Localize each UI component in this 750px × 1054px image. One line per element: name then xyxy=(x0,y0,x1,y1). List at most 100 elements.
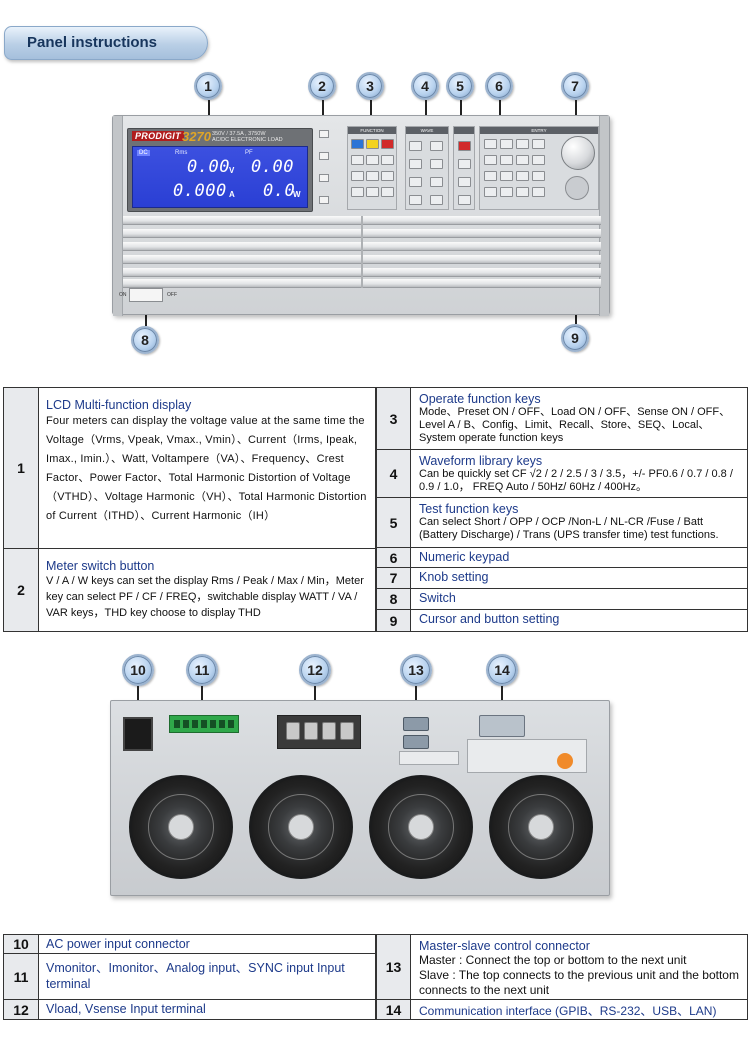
numeric-key xyxy=(500,139,513,149)
item-description: Can be quickly set CF √2 / 2 / 2.5 / 3 /… xyxy=(419,468,733,493)
callout-14: 14 xyxy=(486,654,518,686)
wave-key xyxy=(409,159,422,169)
callout-6: 6 xyxy=(485,72,513,100)
meter-switch-buttons xyxy=(319,130,345,218)
cooling-fan xyxy=(129,775,233,879)
lcd-display: DC Rms PF 0.00 V 0.00 0.000 A 0.0 W xyxy=(132,146,308,208)
lcd-pf: 0.00 xyxy=(251,157,294,177)
numeric-key xyxy=(500,171,513,181)
numeric-key xyxy=(484,155,497,165)
wave-keys-block: WAVE xyxy=(405,126,449,210)
item-title: LCD Multi-function display xyxy=(46,398,192,412)
switch-on-label: ON xyxy=(119,292,127,298)
test-key xyxy=(458,141,471,151)
cooling-fan xyxy=(489,775,593,879)
item-title: Numeric keypad xyxy=(419,550,510,564)
numeric-key xyxy=(484,171,497,181)
item-description: V / A / W keys can set the display Rms /… xyxy=(46,575,364,619)
callout-13: 13 xyxy=(400,654,432,686)
rating-label xyxy=(399,751,459,765)
table-row-number: 14 xyxy=(376,999,411,1020)
wave-key xyxy=(430,177,443,187)
numeric-key xyxy=(532,139,545,149)
callout-2: 2 xyxy=(308,72,336,100)
load-terminal xyxy=(277,715,361,749)
test-keys-block xyxy=(453,126,475,210)
vent-grille xyxy=(123,216,601,288)
numeric-key xyxy=(516,171,529,181)
lcd-label-pf: PF xyxy=(245,150,253,156)
ac-inlet xyxy=(123,717,153,751)
item-title: Operate function keys xyxy=(419,392,541,406)
function-block-label: FUNCTION xyxy=(348,127,396,134)
function-key xyxy=(381,187,394,197)
brand-logo: PRODIGIT xyxy=(132,131,184,141)
callout-12: 12 xyxy=(299,654,331,686)
function-key xyxy=(366,171,379,181)
numeric-key xyxy=(484,187,497,197)
item-description: Master : Connect the top or bottom to th… xyxy=(419,953,687,967)
callout-10: 10 xyxy=(122,654,154,686)
lcd-watt-unit: W xyxy=(293,190,301,199)
wave-block-label: WAVE xyxy=(406,127,448,134)
callout-9: 9 xyxy=(561,324,589,352)
function-key xyxy=(366,139,379,149)
callout-1: 1 xyxy=(194,72,222,100)
item-description: Four meters can display the voltage valu… xyxy=(46,415,367,522)
front-info-table-left: 1 LCD Multi-function display Four meters… xyxy=(3,387,376,632)
front-panel-image: PRODIGIT 3270 350V / 37.5A , 3750W AC/DC… xyxy=(112,115,610,316)
table-row-number: 1 xyxy=(3,387,39,549)
wave-key xyxy=(430,159,443,169)
rear-info-table-right: 13 Master-slave control connector Master… xyxy=(376,934,748,1020)
front-info-table-right: 3 Operate function keys Mode、Preset ON /… xyxy=(376,387,748,632)
item-title: Meter switch button xyxy=(46,559,155,573)
test-key xyxy=(458,195,471,205)
callout-5: 5 xyxy=(446,72,474,100)
meter-button xyxy=(319,130,329,138)
wave-key xyxy=(430,195,443,205)
item-title: Waveform library keys xyxy=(419,454,543,468)
dsub-connector xyxy=(403,735,429,749)
meter-button xyxy=(319,152,329,160)
item-title: Master-slave control connector xyxy=(419,939,590,953)
numeric-key xyxy=(532,171,545,181)
test-key xyxy=(458,177,471,187)
wave-key xyxy=(409,141,422,151)
table-row-number: 13 xyxy=(376,934,411,1000)
item-title: Knob setting xyxy=(419,570,489,584)
function-key xyxy=(351,187,364,197)
table-row-number: 6 xyxy=(376,547,411,568)
lcd-voltage: 0.00 xyxy=(187,157,230,177)
table-row-number: 2 xyxy=(3,548,39,632)
rotary-knob xyxy=(561,136,595,170)
function-key xyxy=(381,171,394,181)
table-row-number: 7 xyxy=(376,567,411,589)
lcd-current: 0.000 xyxy=(173,181,227,201)
wave-key xyxy=(409,177,422,187)
cursor-buttons xyxy=(565,176,589,200)
wave-key xyxy=(409,195,422,205)
lcd-watt: 0.0 xyxy=(263,181,296,201)
table-row-number: 11 xyxy=(3,953,39,1000)
function-key xyxy=(366,155,379,165)
item-title: Vmonitor、Imonitor、Analog input、SYNC inpu… xyxy=(46,961,345,991)
gpib-connector xyxy=(479,715,525,737)
numeric-key xyxy=(516,155,529,165)
item-description: Slave : The top connects to the previous… xyxy=(419,968,739,997)
function-key xyxy=(351,171,364,181)
power-switch xyxy=(129,288,163,302)
spec-text: 350V / 37.5A , 3750W AC/DC ELECTRONIC LO… xyxy=(212,131,283,143)
numeric-key xyxy=(532,187,545,197)
callout-8: 8 xyxy=(131,326,159,354)
function-key xyxy=(381,155,394,165)
item-title: Test function keys xyxy=(419,502,519,516)
function-key xyxy=(366,187,379,197)
numeric-key xyxy=(500,155,513,165)
callout-4: 4 xyxy=(411,72,439,100)
cooling-fan xyxy=(249,775,353,879)
vent-divider xyxy=(361,216,363,288)
item-description: Can select Short / OPP / OCP /Non-L / NL… xyxy=(419,516,719,541)
function-key xyxy=(381,139,394,149)
section-title: Panel instructions xyxy=(27,34,158,51)
function-keys-block: FUNCTION xyxy=(347,126,397,210)
